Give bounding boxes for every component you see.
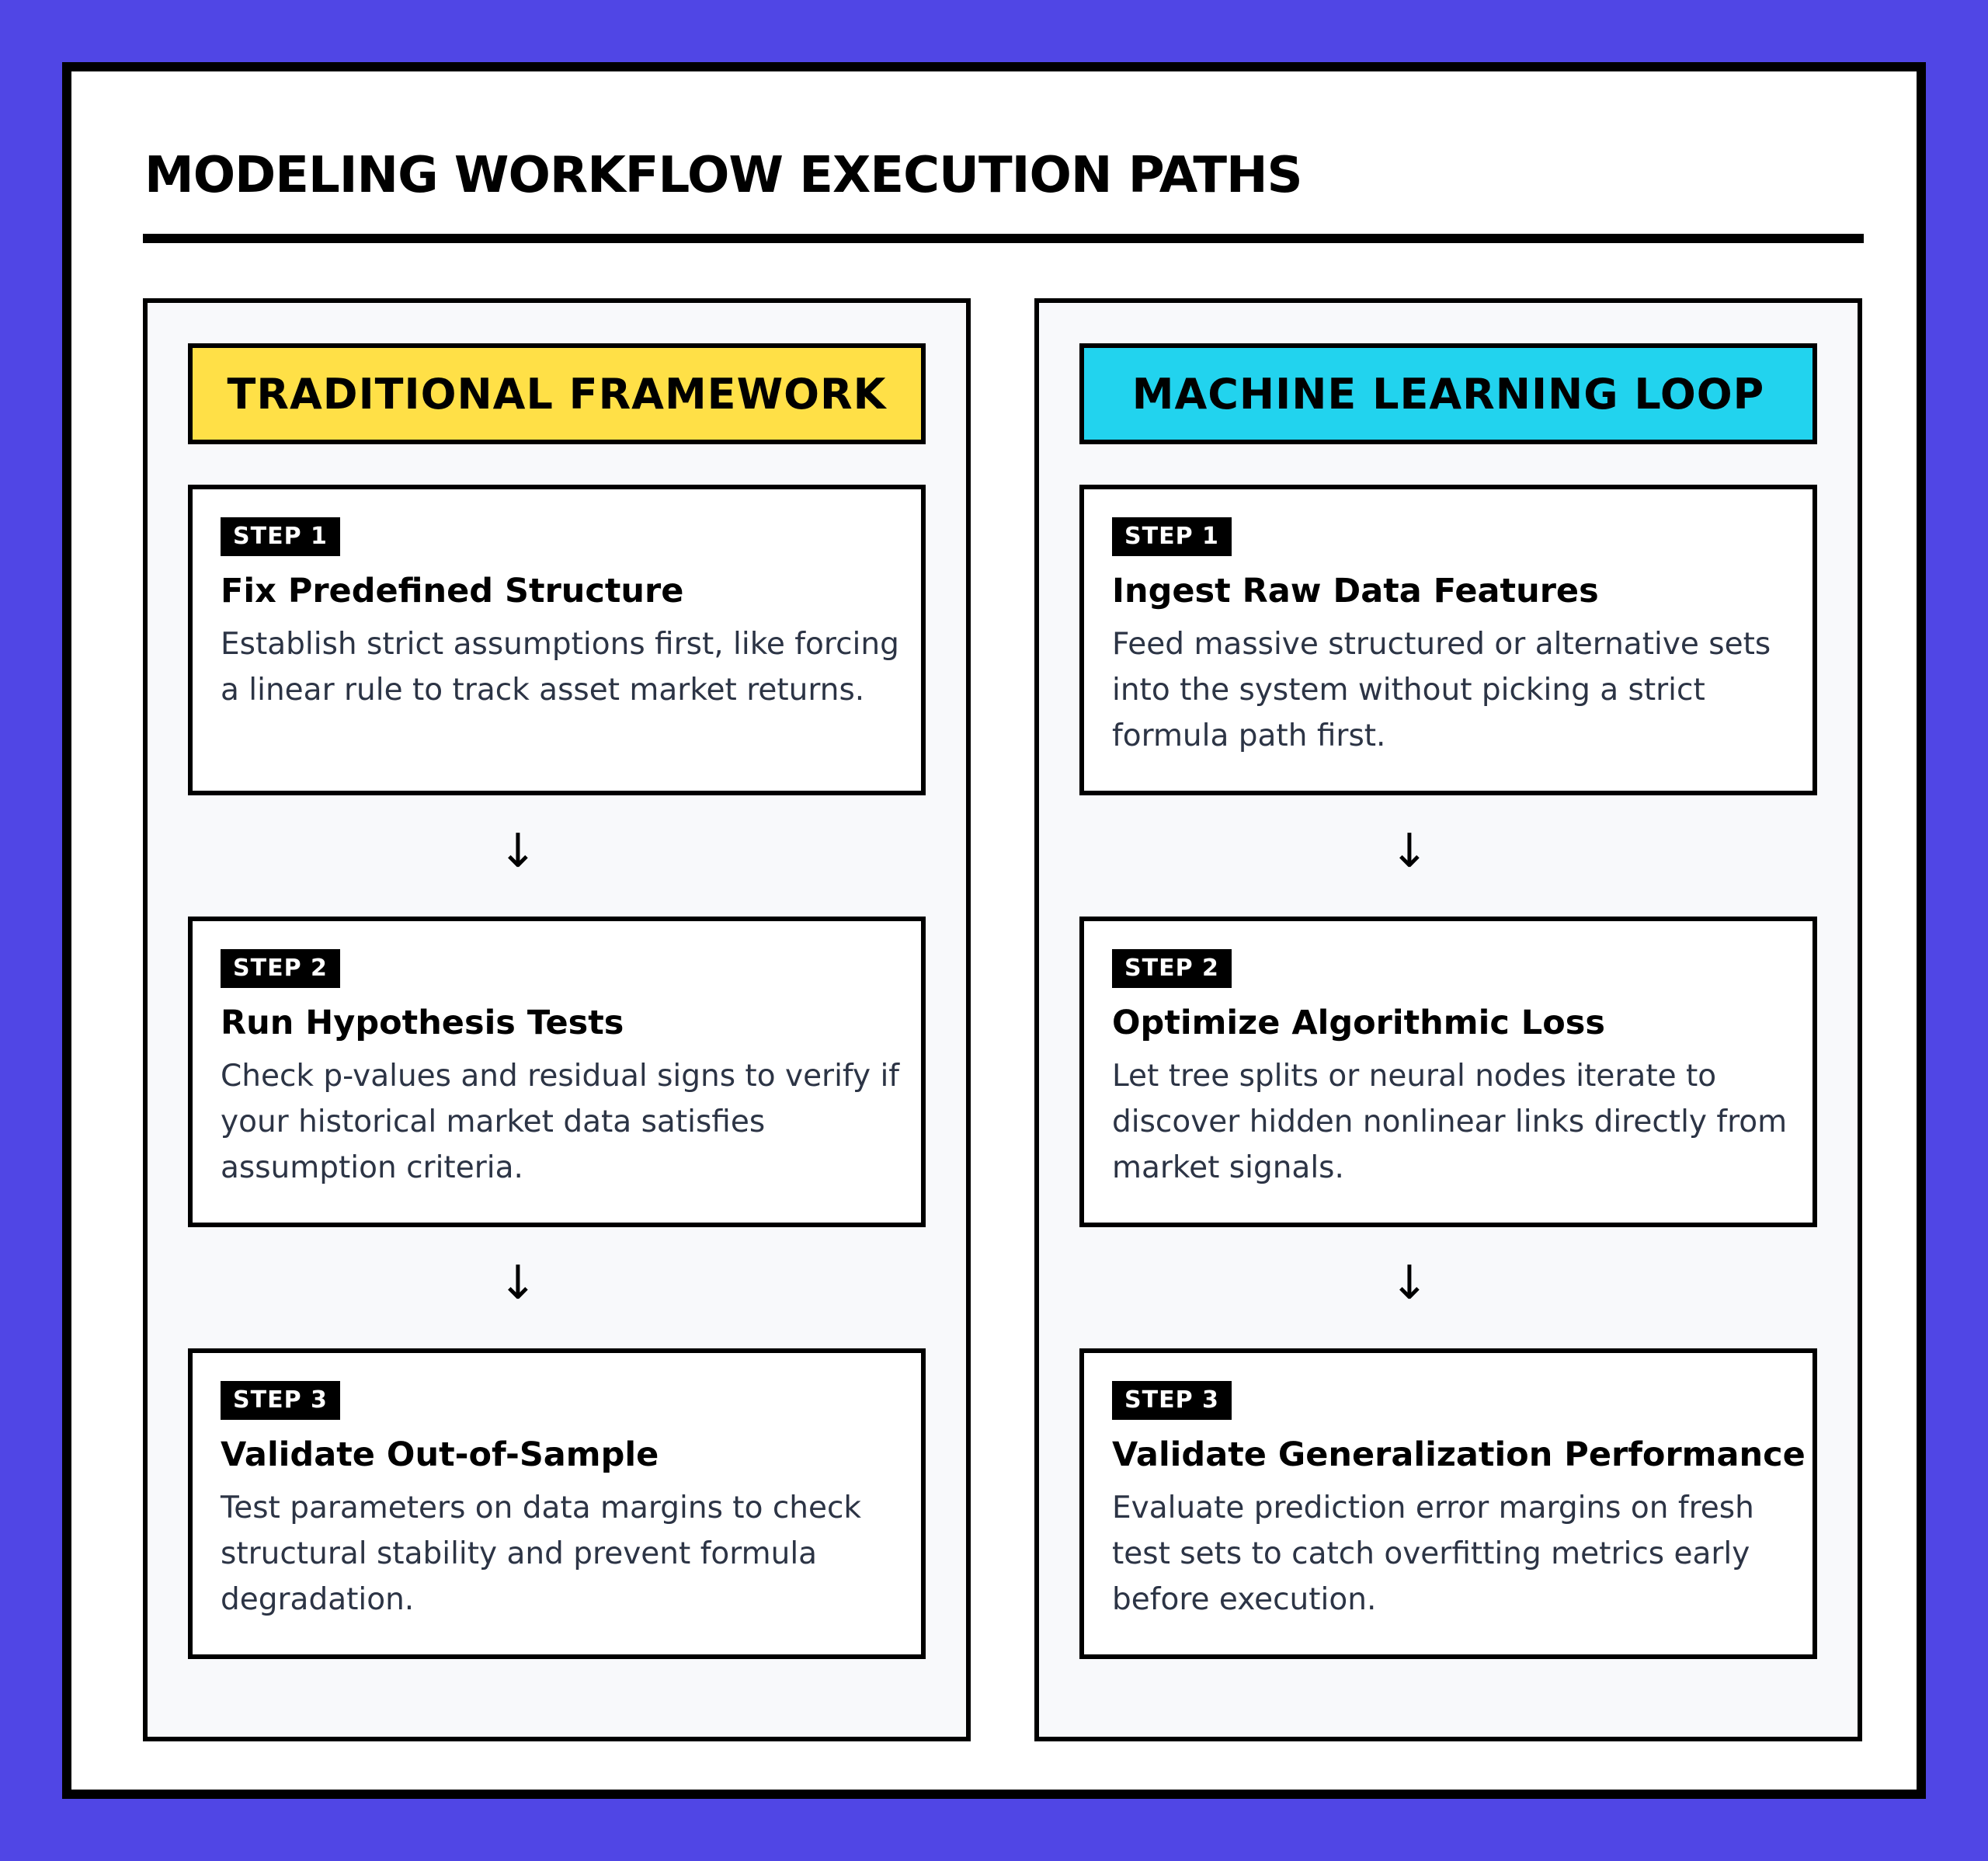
step-card-ml-2: STEP 2 Optimize Algorithmic Loss Let tre… (1079, 917, 1817, 1227)
arrow-down-icon: ↓ (498, 824, 538, 878)
step-badge: STEP 2 (1112, 949, 1232, 988)
step-badge: STEP 1 (1112, 517, 1232, 556)
arrow-down-icon: ↓ (1389, 1256, 1430, 1310)
step-title: Ingest Raw Data Features (1112, 572, 1599, 610)
step-badge: STEP 1 (221, 517, 340, 556)
column-header-traditional: TRADITIONAL FRAMEWORK (188, 343, 926, 444)
step-card-traditional-1: STEP 1 Fix Predefined Structure Establis… (188, 485, 926, 795)
step-description: Let tree splits or neural nodes iterate … (1112, 1059, 1788, 1185)
step-card-traditional-2: STEP 2 Run Hypothesis Tests Check p-valu… (188, 917, 926, 1227)
title-divider (143, 234, 1864, 243)
page-title: MODELING WORKFLOW EXECUTION PATHS (144, 147, 1303, 204)
step-card-traditional-3: STEP 3 Validate Out-of-Sample Test param… (188, 1348, 926, 1659)
step-title: Validate Out-of-Sample (221, 1435, 659, 1474)
traditional-framework-column: TRADITIONAL FRAMEWORK STEP 1 Fix Predefi… (143, 298, 971, 1741)
step-card-ml-1: STEP 1 Ingest Raw Data Features Feed mas… (1079, 485, 1817, 795)
step-badge: STEP 2 (221, 949, 340, 988)
arrow-down-icon: ↓ (498, 1256, 538, 1310)
step-description: Test parameters on data margins to check… (221, 1491, 862, 1617)
step-badge: STEP 3 (1112, 1381, 1232, 1420)
arrow-down-icon: ↓ (1389, 824, 1430, 878)
column-header-machine-learning: MACHINE LEARNING LOOP (1079, 343, 1817, 444)
diagram-card: MODELING WORKFLOW EXECUTION PATHS TRADIT… (62, 62, 1926, 1799)
step-description: Feed massive structured or alternative s… (1112, 627, 1771, 753)
step-title: Run Hypothesis Tests (221, 1004, 624, 1042)
step-card-ml-3: STEP 3 Validate Generalization Performan… (1079, 1348, 1817, 1659)
step-description: Establish strict assumptions first, like… (221, 627, 899, 708)
step-title: Fix Predefined Structure (221, 572, 684, 610)
machine-learning-column: MACHINE LEARNING LOOP STEP 1 Ingest Raw … (1034, 298, 1862, 1741)
step-description: Check p-values and residual signs to ver… (221, 1059, 900, 1185)
step-badge: STEP 3 (221, 1381, 340, 1420)
step-title: Optimize Algorithmic Loss (1112, 1004, 1605, 1042)
step-title: Validate Generalization Performance (1112, 1435, 1806, 1474)
step-description: Evaluate prediction error margins on fre… (1112, 1491, 1754, 1617)
